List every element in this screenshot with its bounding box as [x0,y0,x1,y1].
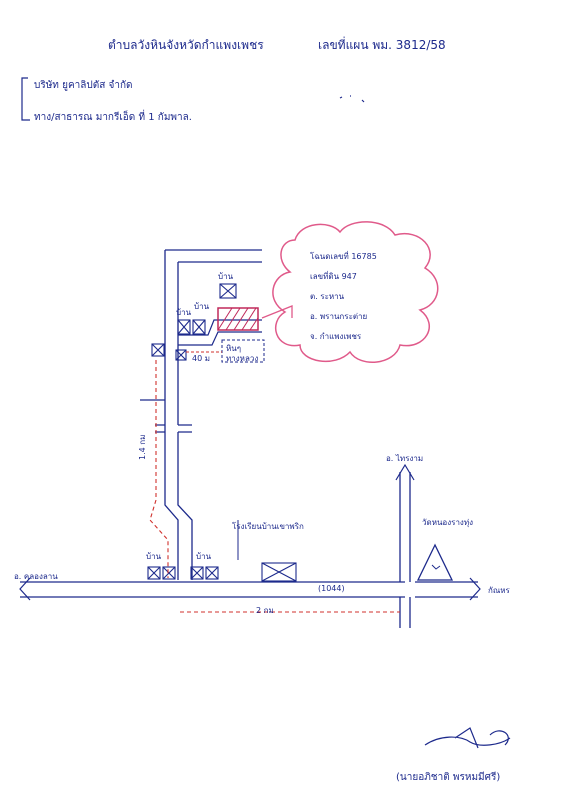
label-left-direction: อ. คลองลาน [14,572,58,581]
label-school: โรงเรียนบ้านเขาพริก [232,522,304,531]
label-house-bottom2: บ้าน [196,552,212,561]
label-road-number: (1044) [318,584,345,593]
label-house-left2: บ้าน [194,302,210,311]
callout-line-1: โฉนดเลขที่ 16785 [310,252,377,261]
label-distance-vertical: 1.4 กม [138,434,147,460]
callout-line-5: จ. กำแพงเพชร [310,332,362,341]
header-location-line: ทาง/สาธารณ มากรีเอ็ด ที่ 1 กัมพาล. [34,112,192,123]
ink-dots [339,95,365,103]
callout-pointer [261,305,293,319]
distance-vertical-line [149,360,169,578]
plot-hatch [217,307,259,331]
left-arrow [19,577,31,601]
vertical-road-left-edge [164,250,179,580]
label-temple: วัดหนองรางทุ่ง [422,518,474,527]
header-company: บริษัท ยูคาลิปตัส จำกัด [34,80,133,91]
small-road-box [221,339,265,363]
small-road [178,319,262,346]
label-right-direction: กัณหร [488,586,510,595]
label-distance-small: 40 ม [192,354,210,363]
right-vertical-road [399,472,411,628]
plot-outline [217,307,259,331]
temple-symbol [416,543,454,581]
label-north-direction: อ. ไทรงาม [386,454,424,463]
north-arrow [395,463,415,481]
top-road [165,249,262,263]
crossing-lane [155,424,192,433]
label-small-road: หินๆ [226,344,242,353]
header-doc-number: เลขที่แผน พม. 3812/58 [318,38,446,52]
header-bracket [21,77,30,121]
label-distance-horizontal: 2 กม [256,606,274,615]
callout-line-4: อ. พรานกระต่าย [310,312,368,321]
vertical-road-right-edge [177,262,193,580]
label-house-top: บ้าน [218,272,234,281]
header-title: ตำบลวังหินจังหวัดกำแพงเพชร [108,38,264,52]
callout-line-2: เลขที่ดิน 947 [310,272,357,281]
label-house-bottom1: บ้าน [146,552,162,561]
house-markers [147,283,297,582]
label-house-left1: บ้าน [176,308,192,317]
signature-mark [424,727,511,749]
callout-line-3: ต. ระหาน [310,292,345,301]
label-lane: ทางหลวง [226,354,259,363]
callout-cloud [272,221,439,363]
right-arrow [469,577,481,601]
signer-name: (นายอภิชาติ พรหมมีศรี) [396,772,501,783]
